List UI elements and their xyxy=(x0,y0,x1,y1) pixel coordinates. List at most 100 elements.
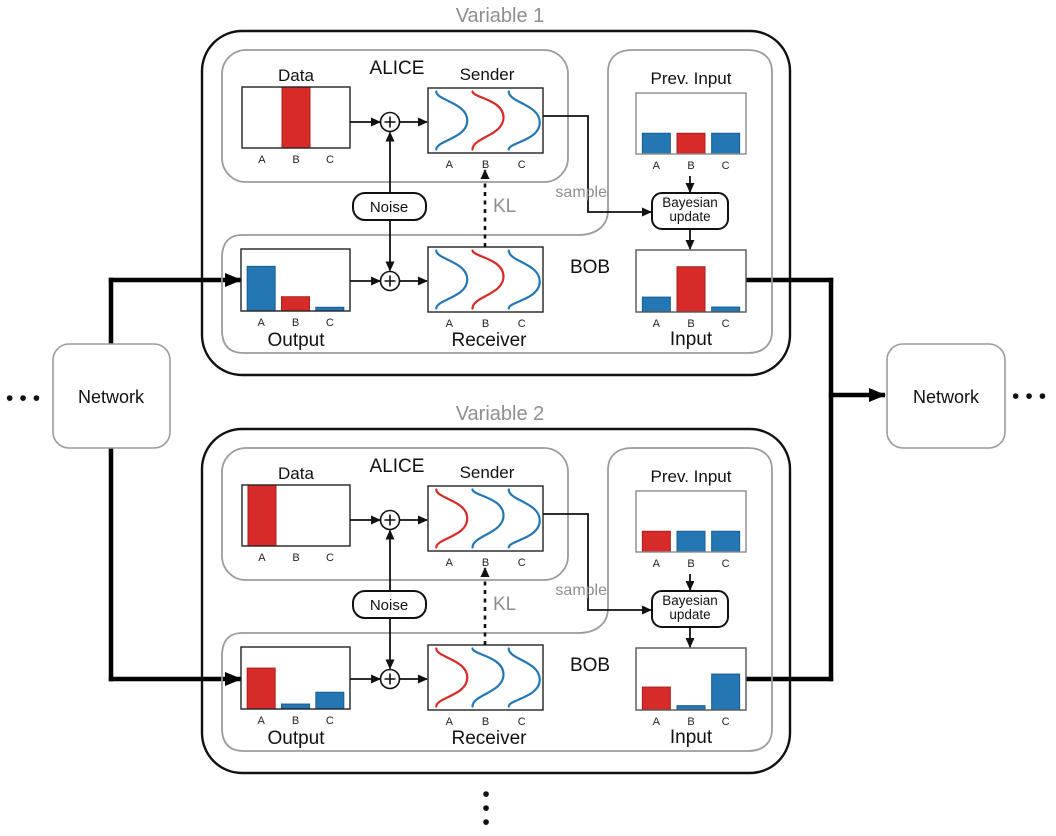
chart-title: Prev. Input xyxy=(651,69,732,88)
kl-label: KL xyxy=(493,594,516,615)
noise-box: Noise xyxy=(352,192,427,221)
bar-C xyxy=(711,673,741,711)
chart-title: Input xyxy=(670,329,713,350)
axis-label: C xyxy=(518,716,526,728)
distribution-curve-C xyxy=(507,488,541,549)
bar-A xyxy=(247,484,277,547)
axis-label: A xyxy=(446,318,454,330)
chart-frame xyxy=(241,86,351,149)
chart-title: Prev. Input xyxy=(651,467,732,486)
chart-title: Output xyxy=(267,728,325,749)
chart-title: Data xyxy=(278,66,314,85)
chart-frame xyxy=(635,490,747,553)
distribution-curve-C xyxy=(507,90,541,151)
axis-label: C xyxy=(518,557,526,569)
axis-label: B xyxy=(482,716,489,728)
axis-label: B xyxy=(482,318,489,330)
ellipsis-bottom: • • • xyxy=(482,783,489,834)
distribution-curve-A xyxy=(435,647,469,708)
axis-label: B xyxy=(292,715,299,727)
dot: • xyxy=(482,811,489,834)
network-label: Network xyxy=(913,387,980,407)
bar-C xyxy=(711,132,741,155)
bar-A xyxy=(641,530,671,553)
bayesian-update-box: Bayesian update xyxy=(651,192,729,230)
distribution-curve-A xyxy=(435,488,469,549)
chart-frame xyxy=(427,87,544,154)
distribution-curve-A xyxy=(435,249,469,310)
axis-label: B xyxy=(687,160,694,172)
axis-label: A xyxy=(257,317,265,329)
bar-B xyxy=(281,86,311,149)
bayesian-label-line1: Bayesian xyxy=(662,593,718,608)
axis-label: A xyxy=(653,716,661,728)
distribution-curve-A xyxy=(435,90,469,151)
chart-frame xyxy=(241,484,351,547)
axis-label: C xyxy=(518,318,526,330)
bar-A xyxy=(641,686,671,711)
axis-label: B xyxy=(482,557,489,569)
plus-node-alice xyxy=(379,111,401,133)
axis-label: A xyxy=(446,557,454,569)
chart-frame xyxy=(427,485,544,552)
bob-label: BOB xyxy=(570,257,610,278)
bar-A xyxy=(246,265,276,312)
chart-content: A B C xyxy=(435,488,541,569)
noise-label: Noise xyxy=(370,199,408,216)
chart-title: Sender xyxy=(460,65,515,84)
distribution-curve-C xyxy=(507,249,541,310)
chart-content: A B C xyxy=(435,249,541,330)
bayesian-label-line2: update xyxy=(669,209,710,224)
axis-label: A xyxy=(653,558,661,570)
axis-label: C xyxy=(722,160,730,172)
variable-title: Variable 2 xyxy=(456,403,545,425)
noise-frame xyxy=(352,192,427,221)
plus-node-alice xyxy=(379,509,401,531)
plus-icon xyxy=(384,673,396,685)
bar-A xyxy=(641,296,671,313)
axis-label: B xyxy=(687,318,694,330)
noise-box: Noise xyxy=(352,590,427,619)
alice-label: ALICE xyxy=(370,456,425,477)
sender-chart: Sender A B C xyxy=(427,463,544,569)
bob-label: BOB xyxy=(570,655,610,676)
dot: • xyxy=(482,783,489,806)
sample-label: sample xyxy=(555,184,607,201)
variable-outer-box xyxy=(200,29,792,377)
bar-B xyxy=(281,296,310,312)
plus-node-bob xyxy=(379,270,401,292)
dot: • xyxy=(482,797,489,820)
chart-frame xyxy=(240,248,351,312)
bayesian-update-box: Bayesian update xyxy=(651,590,729,628)
axis-label: C xyxy=(722,716,730,728)
chart-title: Sender xyxy=(460,463,515,482)
axis-label: B xyxy=(292,154,299,166)
distribution-curve-B xyxy=(471,488,505,549)
chart-frame xyxy=(240,646,351,710)
bayesian-frame xyxy=(651,590,729,628)
plus-icon xyxy=(384,116,396,128)
variable-outer-box xyxy=(200,427,792,775)
sample-arrow xyxy=(543,115,652,217)
network-box xyxy=(886,343,1006,449)
bayesian-label-line1: Bayesian xyxy=(662,195,718,210)
bob-and-memory-panel xyxy=(221,49,773,354)
plus-icon xyxy=(384,275,396,287)
distribution-curve-B xyxy=(471,90,505,151)
bar-B xyxy=(281,703,310,710)
axis-label: B xyxy=(292,317,299,329)
chart-title: Output xyxy=(267,330,325,351)
